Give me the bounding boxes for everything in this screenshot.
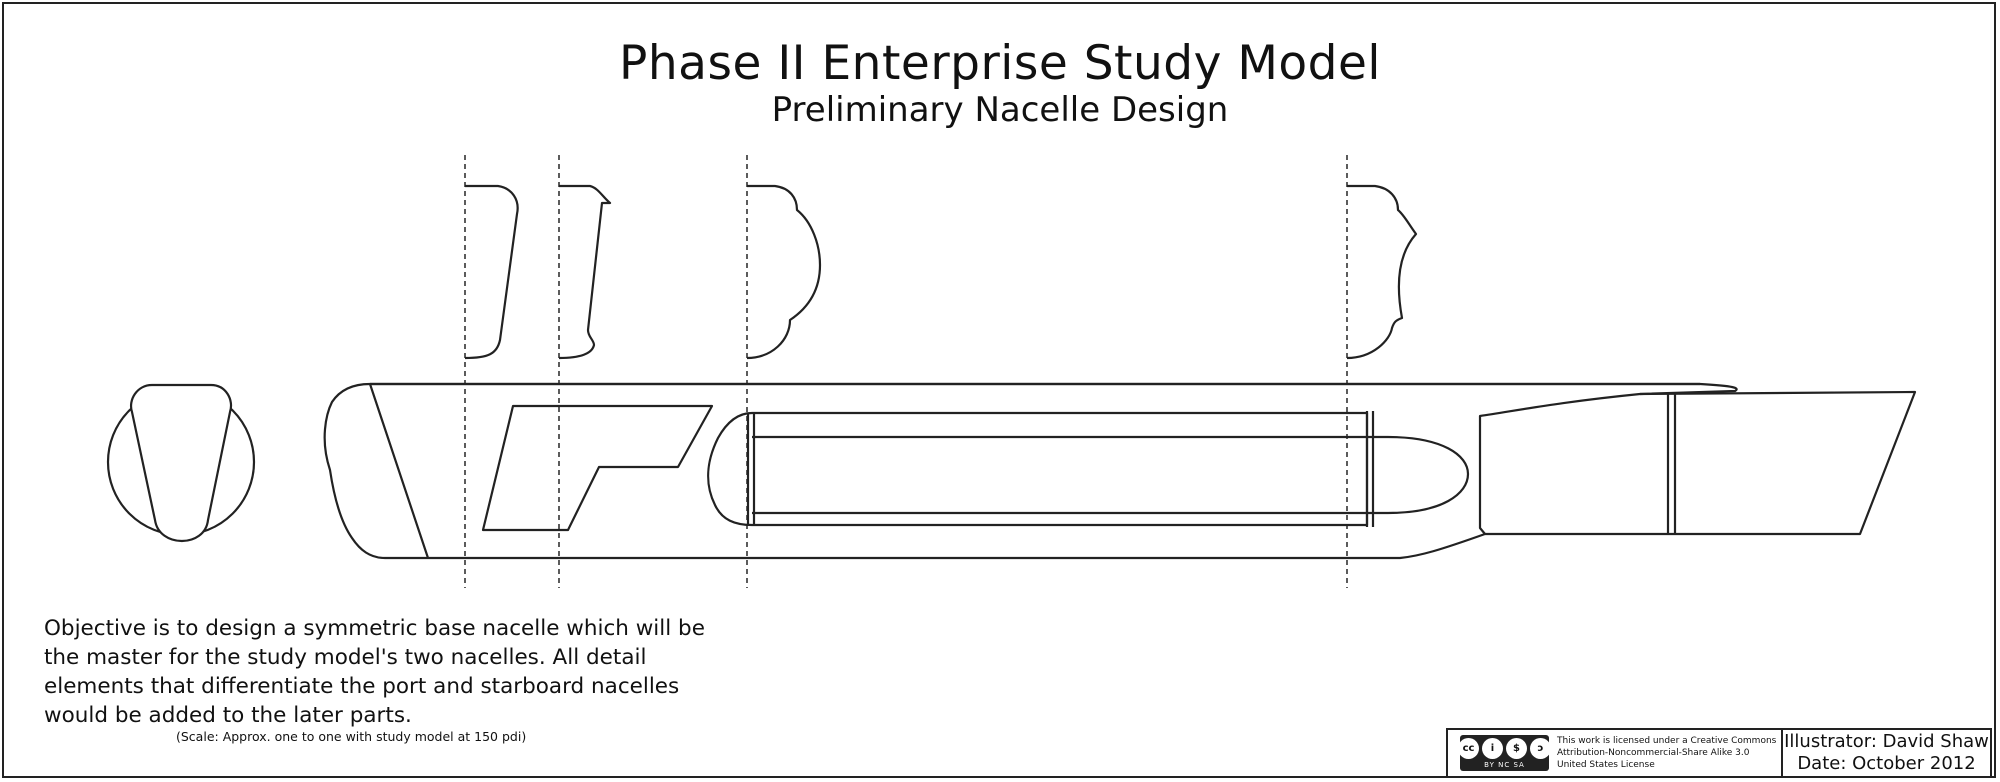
hull-rear-face [368, 383, 430, 559]
section-profile-2 [558, 184, 612, 360]
section-profile-4 [1346, 184, 1418, 360]
title-block: cc i $ ↄ BY NC SA This work is licensed … [1446, 728, 1992, 778]
engine-glow-hatching [756, 441, 1366, 508]
cc-icon: cc [1458, 737, 1479, 759]
license-line: This work is licensed under a Creative C… [1557, 736, 1777, 746]
intake-scoop [481, 404, 714, 532]
creative-commons-badge[interactable]: cc i $ ↄ BY NC SA [1458, 735, 1551, 771]
nacelle-front-view [106, 383, 256, 542]
license-cell: cc i $ ↄ BY NC SA This work is licensed … [1448, 730, 1783, 776]
front-view-housing [129, 383, 233, 542]
attribution-icon: i [1482, 737, 1503, 759]
tail-fin [1485, 390, 1917, 536]
credits-cell: Illustrator: David Shaw Date: October 20… [1783, 730, 1990, 776]
license-line: United States License [1557, 760, 1655, 770]
license-badge-text: BY NC SA [1484, 760, 1525, 769]
section-profile-1 [464, 184, 519, 360]
nacelle-hull-outline [323, 382, 1738, 560]
engine-housing [707, 411, 1369, 527]
section-profile-3 [746, 184, 822, 360]
drawing-date: Date: October 2012 [1797, 753, 1976, 774]
share-alike-icon: ↄ [1530, 737, 1551, 759]
objective-note: Objective is to design a symmetric base … [44, 616, 705, 728]
bussard-cap [1370, 435, 1470, 515]
noncommercial-icon: $ [1506, 737, 1527, 759]
nacelle-side-view [323, 382, 1917, 560]
drawing-subtitle: Preliminary Nacelle Design [771, 90, 1229, 130]
illustrator-credit: Illustrator: David Shaw [1784, 731, 1989, 752]
license-text: This work is licensed under a Creative C… [1557, 735, 1776, 771]
scale-note: (Scale: Approx. one to one with study mo… [176, 729, 527, 744]
license-line: Attribution-Noncommercial-Share Alike 3.… [1557, 748, 1750, 758]
drawing-title: Phase II Enterprise Study Model [619, 36, 1381, 91]
